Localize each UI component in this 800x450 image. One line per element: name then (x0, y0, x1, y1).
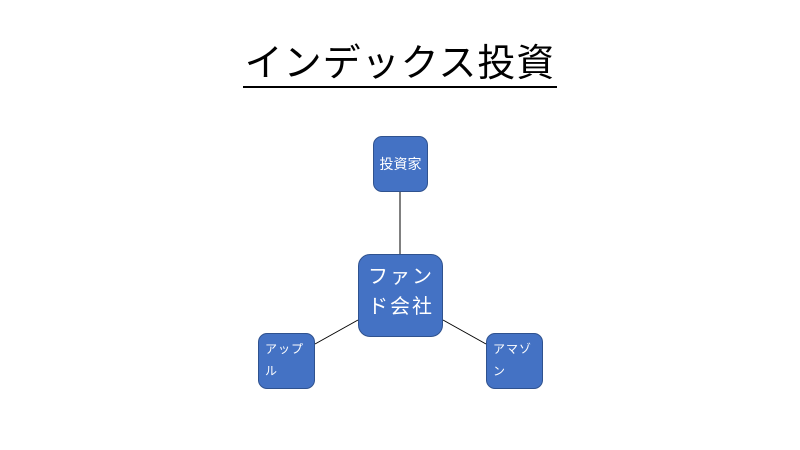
node-investor-label: 投資家 (379, 157, 422, 173)
node-investor[interactable]: 投資家 (373, 136, 428, 192)
node-apple[interactable]: アップル (258, 333, 315, 389)
node-amazon[interactable]: アマゾン (486, 333, 543, 389)
diagram-title: インデックス投資 (0, 38, 800, 88)
node-apple-label: アップル (265, 342, 305, 378)
node-fund-company[interactable]: ファンド会社 (358, 254, 443, 337)
node-amazon-label: アマゾン (493, 342, 533, 378)
connector-fund-apple (314, 319, 359, 345)
diagram-title-text: インデックス投資 (242, 41, 558, 88)
node-fund-company-label: ファンド会社 (368, 264, 434, 318)
connector-fund-amazon (442, 319, 487, 345)
